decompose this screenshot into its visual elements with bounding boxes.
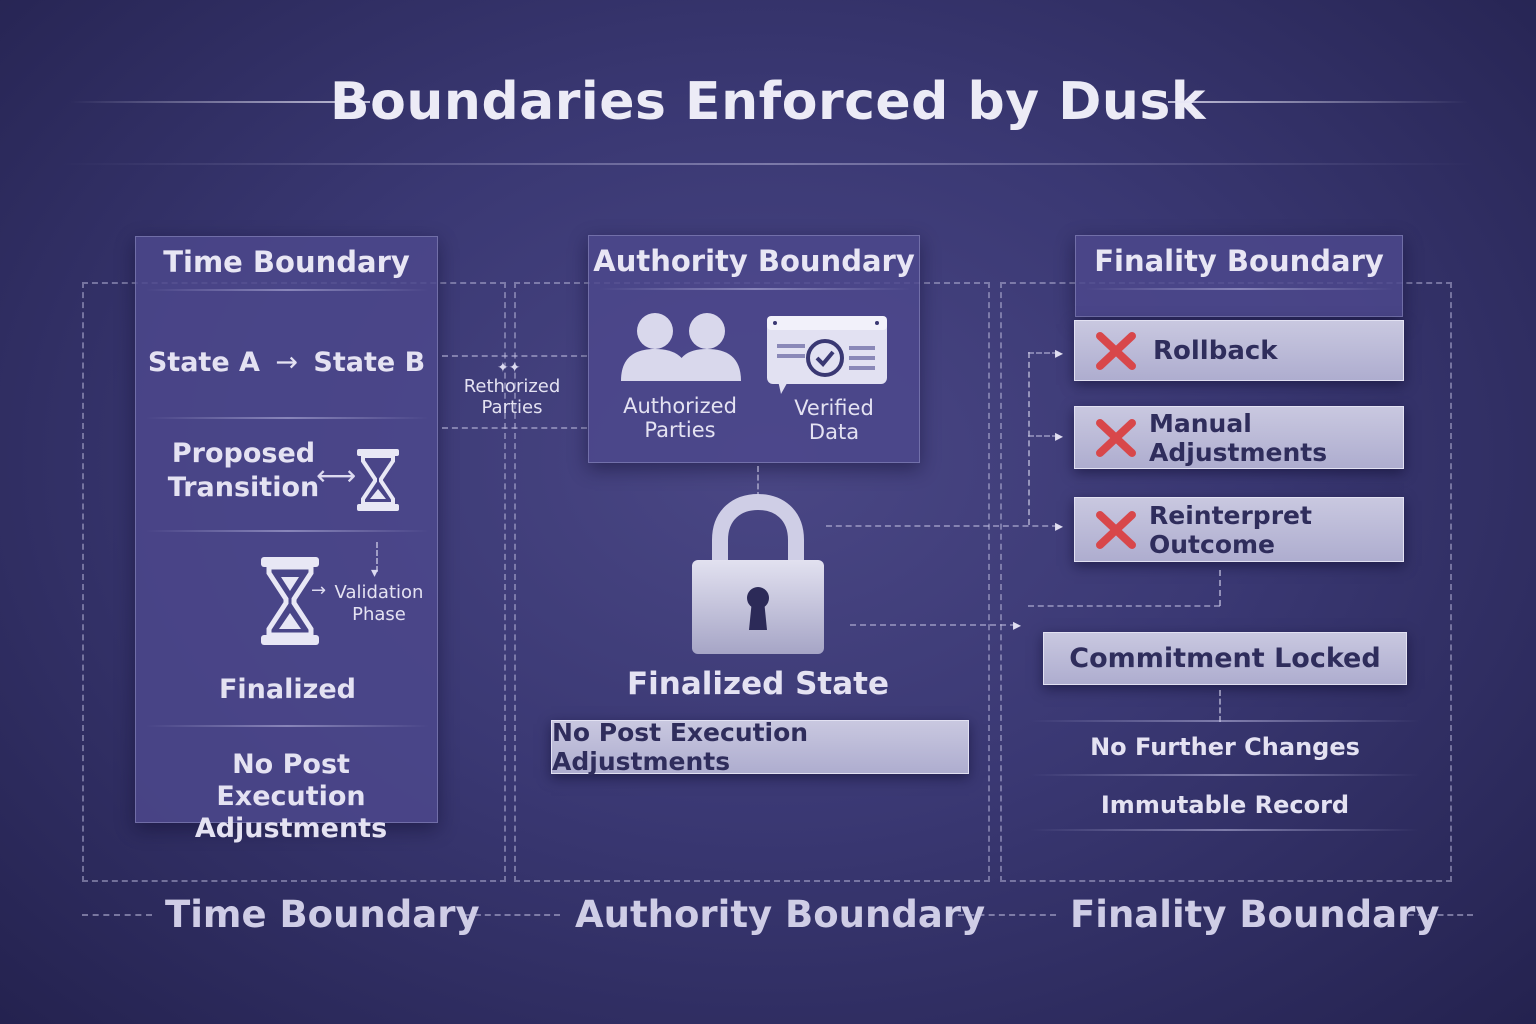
time-boundary-panel: Time Boundary State A → State B Proposed… — [135, 236, 438, 844]
reject-x-icon — [1096, 510, 1136, 549]
connector-line-top — [442, 355, 587, 357]
finality-boundary-header: Finality Boundary — [1075, 235, 1403, 317]
divider — [1030, 774, 1420, 776]
dashed-down-arrow — [376, 542, 378, 572]
arrowhead-icon: ▸ — [1013, 615, 1022, 634]
title-rule-left — [70, 101, 370, 103]
commitment-down-dash — [1219, 690, 1221, 722]
branch-manual-line — [1028, 435, 1058, 437]
footer-authority-boundary: Authority Boundary — [575, 893, 986, 936]
proposed-transition-label: Proposed Transition — [167, 438, 320, 503]
divider — [146, 417, 429, 419]
footer-dash — [465, 914, 560, 916]
finality-down-dash — [1219, 570, 1221, 606]
rollback-label: Rollback — [1153, 335, 1278, 366]
double-arrow-icon: ⟷ — [316, 459, 357, 492]
finalized-state-label: Finalized State — [626, 666, 889, 702]
lock-connector-dash — [757, 466, 759, 498]
reject-x-icon — [1096, 418, 1136, 457]
authority-boundary-panel: Authority Boundary Authorized Parties Ve… — [588, 235, 920, 463]
divider — [599, 288, 911, 290]
branch-rollback-line — [1028, 352, 1058, 354]
time-boundary-heading: Time Boundary — [163, 245, 410, 279]
finality-boundary-heading: Finality Boundary — [1094, 244, 1384, 278]
divider — [146, 530, 429, 532]
lock-to-reinterpret-line — [826, 525, 1058, 527]
title-rule-right — [1168, 101, 1468, 103]
hourglass-icon — [357, 449, 399, 511]
commitment-locked-box: Commitment Locked — [1043, 632, 1407, 685]
connector-arrows-icon: ✦✦ — [497, 360, 521, 376]
connector-line-bottom — [442, 427, 587, 429]
footer-dash — [82, 914, 152, 916]
divider — [146, 289, 429, 291]
no-post-execution-label: No Post Execution Adjustments — [194, 749, 388, 844]
people-icon — [621, 313, 741, 381]
arrow-right-icon: → — [275, 347, 298, 378]
divider — [1030, 829, 1420, 831]
state-a-label: State A — [147, 347, 260, 378]
arrowhead-icon: ▸ — [1055, 516, 1064, 535]
authorized-parties-label: Authorized Parties — [623, 394, 737, 442]
no-post-execution-box-label: No Post Execution Adjustments — [552, 718, 809, 776]
down-arrow-icon: ▾ — [371, 565, 379, 581]
footer-dash — [1408, 914, 1473, 916]
authority-boundary-heading: Authority Boundary — [593, 244, 915, 278]
verified-data-icon — [767, 316, 887, 394]
immutable-record-label: Immutable Record — [1100, 791, 1350, 819]
footer-time-boundary: Time Boundary — [165, 893, 480, 936]
manual-adjustments-label: Manual Adjustments — [1149, 408, 1328, 467]
manual-adjustments-item: Manual Adjustments — [1074, 406, 1404, 469]
finality-elbow-dash — [1028, 605, 1220, 607]
no-further-changes-label: No Further Changes — [1090, 733, 1360, 761]
no-post-execution-box: No Post Execution Adjustments — [551, 718, 969, 776]
lock-icon — [692, 493, 824, 654]
rollback-item: Rollback — [1074, 320, 1404, 381]
connector-label: Rethorized Parties — [463, 376, 561, 418]
divider — [1086, 288, 1394, 290]
verified-data-label: Verified Data — [794, 396, 874, 444]
arrowhead-icon: ▸ — [1055, 426, 1064, 445]
arrow-right-small-icon: → — [311, 580, 327, 601]
state-b-label: State B — [313, 347, 426, 378]
reinterpret-outcome-item: Reinterpret Outcome — [1074, 497, 1404, 562]
arrowhead-icon: ▸ — [1055, 343, 1064, 362]
commitment-locked-label: Commitment Locked — [1069, 643, 1381, 674]
branch-vertical-line — [1028, 352, 1030, 525]
validation-phase-label: Validation Phase — [334, 582, 424, 625]
reject-x-icon — [1096, 331, 1136, 370]
divider — [146, 725, 429, 727]
footer-dash — [958, 914, 1056, 916]
reinterpret-outcome-label: Reinterpret Outcome — [1149, 500, 1312, 559]
header-divider — [60, 163, 1476, 165]
hourglass-large-icon — [261, 557, 319, 645]
lock-to-commitment-line — [850, 624, 1016, 626]
divider — [1030, 720, 1420, 722]
state-transition: State A → State B — [136, 347, 437, 378]
finalized-label: Finalized — [218, 674, 356, 705]
footer-finality-boundary: Finality Boundary — [1070, 893, 1440, 936]
page-title: Boundaries Enforced by Dusk — [330, 72, 1206, 132]
